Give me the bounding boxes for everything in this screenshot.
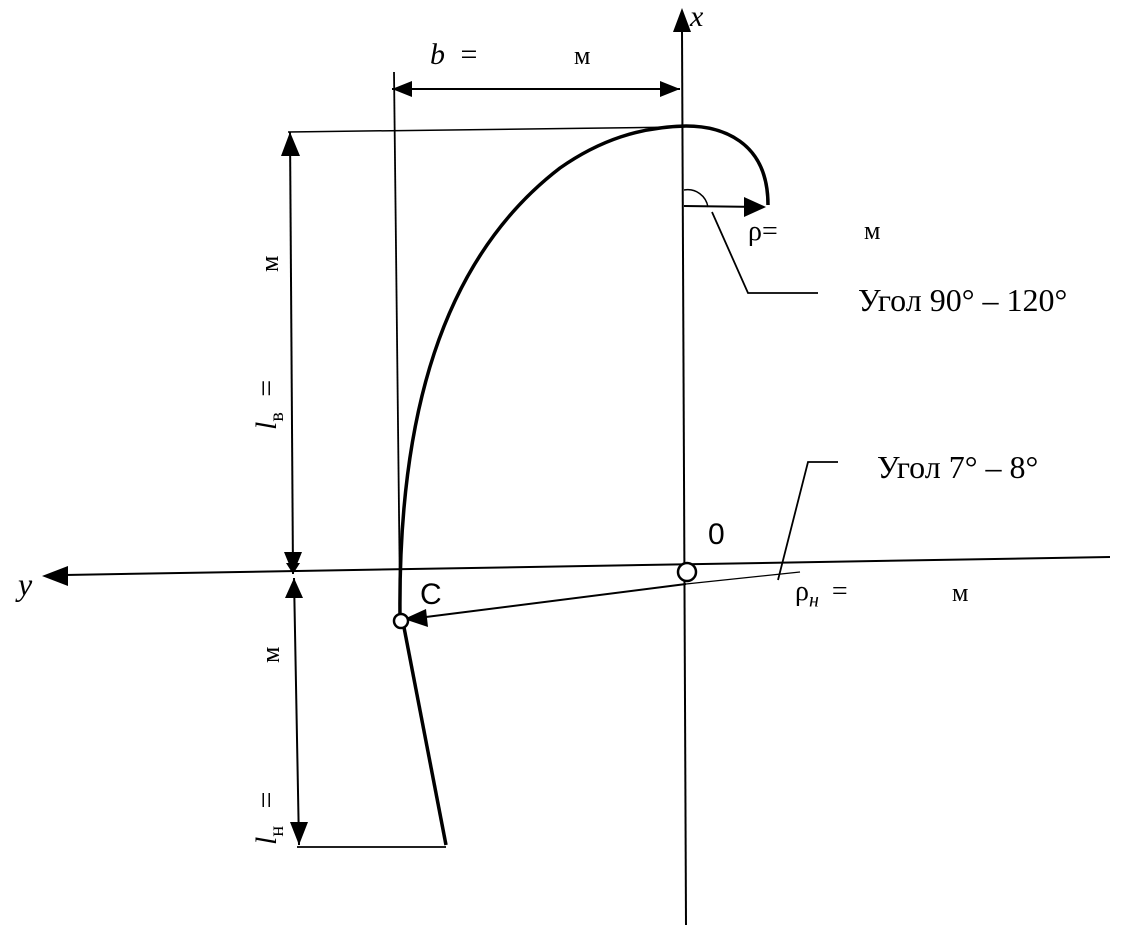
y-axis-label: y [18, 566, 33, 602]
lv-unit: м [255, 255, 284, 272]
ln-dimension-line [293, 577, 300, 846]
top-extension-line [287, 126, 683, 133]
angle-bottom-leader [777, 461, 838, 581]
ln-equals: = [250, 791, 283, 809]
angle-bottom-annotation: Угол 7° – 8° [877, 449, 1039, 485]
point-c-label: C [420, 578, 442, 611]
origin-label: 0 [708, 518, 725, 551]
ln-symbol: l [250, 836, 283, 845]
rho-unit: м [864, 216, 881, 245]
rho-n-equals: = [831, 576, 848, 607]
ln-unit: м [256, 646, 285, 663]
lv-equals: = [250, 379, 283, 397]
ln-subscript: н [266, 825, 288, 837]
rho-n-subscript: н [808, 589, 819, 612]
lv-arrow-top [281, 132, 300, 156]
ln-dimension-label: lн = [250, 791, 288, 845]
point-origin [676, 561, 698, 583]
lv-subscript: в [266, 412, 288, 422]
x-axis-label: x [690, 0, 704, 33]
angle-lower-line [685, 571, 801, 585]
b-arrow-right [660, 81, 680, 97]
point-c [392, 612, 410, 630]
rho-n-unit: м [952, 578, 969, 607]
rho-n-symbol: ρ [795, 576, 809, 607]
b-symbol: b [430, 38, 445, 71]
b-unit: м [574, 41, 591, 70]
y-axis-line [64, 556, 1111, 576]
ln-arrow-top [285, 578, 303, 598]
lower-profile-curve [400, 616, 448, 846]
b-extension-line [393, 71, 401, 601]
b-arrow-left [392, 81, 412, 97]
y-axis-arrowhead [42, 566, 68, 586]
dimension-node-marker [286, 563, 300, 574]
b-dimension-label: b = [430, 40, 477, 70]
angle-top-annotation: Угол 90° – 120° [858, 282, 1068, 318]
angle-top-leader [711, 211, 818, 294]
rho-label: ρ= [748, 216, 778, 247]
rho-n-label: ρн = [795, 578, 848, 611]
b-equals: = [460, 38, 478, 71]
upper-profile-curve [398, 124, 770, 618]
rho-n-radius-line [417, 583, 687, 619]
lv-dimension-line [289, 131, 294, 575]
lv-symbol: l [250, 421, 283, 430]
rho-arrowhead [744, 197, 766, 217]
angle-arc-top [683, 188, 709, 208]
x-axis-arrowhead [673, 8, 691, 32]
ln-arrow-bottom [290, 822, 308, 845]
rho-n-arrowhead [404, 609, 428, 627]
lv-dimension-label: lв = [250, 379, 288, 430]
x-axis-line [681, 29, 687, 926]
